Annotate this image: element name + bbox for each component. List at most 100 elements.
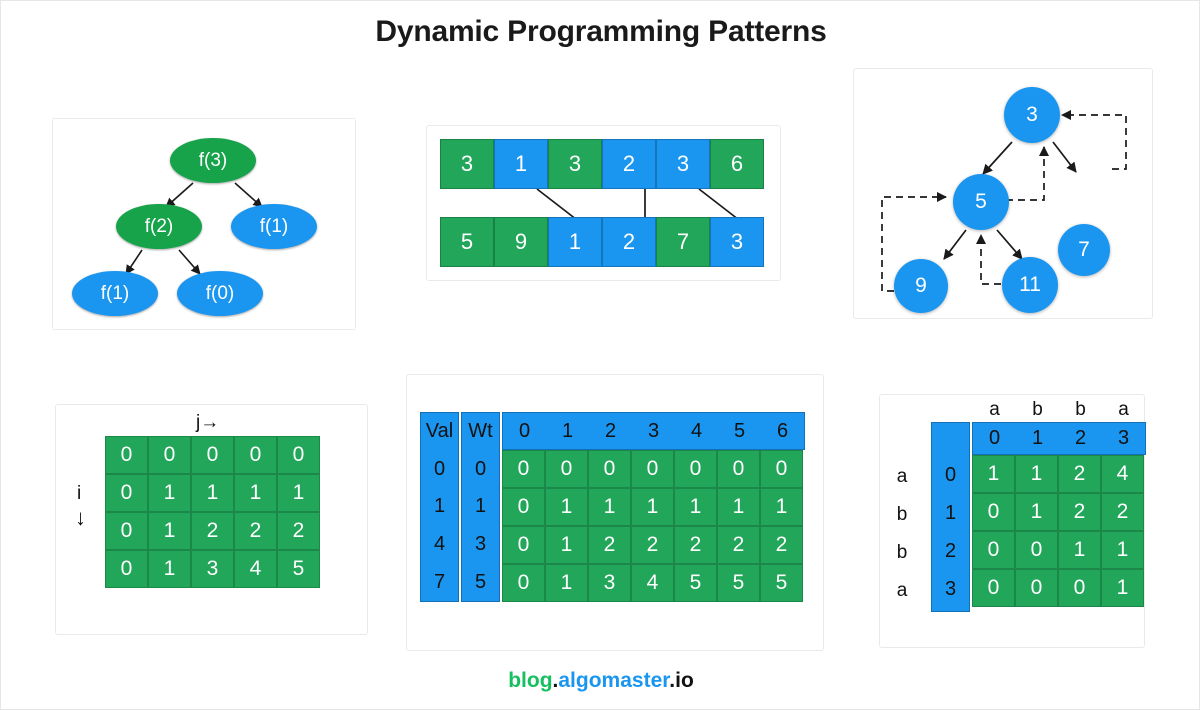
knapsack-cell-1-4[interactable]: 1 [674,488,717,526]
ij-cell-1-3[interactable]: 1 [234,474,277,512]
knapsack-cell-1-3[interactable]: 1 [631,488,674,526]
ij-cell-3-1[interactable]: 1 [148,550,191,588]
tree-node-f3[interactable]: f(3) [170,138,256,183]
knapsack-cell-2-2[interactable]: 2 [588,526,631,564]
knapsack-cell-3-2[interactable]: 3 [588,564,631,602]
graph-node-9[interactable]: 9 [894,259,948,313]
lcs-cell-3-2[interactable]: 0 [1058,569,1101,607]
knapsack-cell-0-6[interactable]: 0 [760,450,803,488]
ij-cell-0-1[interactable]: 0 [148,436,191,474]
ij-cell-3-3[interactable]: 4 [234,550,277,588]
lcs-cell-2-2[interactable]: 1 [1058,531,1101,569]
array-bottom-cell-2[interactable]: 1 [548,217,602,267]
knapsack-cell-2-5[interactable]: 2 [717,526,760,564]
lcs-cell-3-1[interactable]: 0 [1015,569,1058,607]
ij-cell-0-2[interactable]: 0 [191,436,234,474]
lcs-cell-2-0[interactable]: 0 [972,531,1015,569]
footer-branding[interactable]: blog.algomaster.io [1,669,1200,693]
graph-node-3[interactable]: 3 [1004,87,1060,143]
lcs-col-char-3: a [1118,399,1129,420]
knapsack-header-val: Val [425,420,454,443]
graph-node-5[interactable]: 5 [953,174,1009,230]
knapsack-cell-2-0[interactable]: 0 [502,526,545,564]
knapsack-cell-3-5[interactable]: 5 [717,564,760,602]
ij-cell-1-0[interactable]: 0 [105,474,148,512]
ij-cell-1-1[interactable]: 1 [148,474,191,512]
ij-cell-2-4[interactable]: 2 [277,512,320,550]
knapsack-cell-0-3[interactable]: 0 [631,450,674,488]
knapsack-cell-0-1[interactable]: 0 [545,450,588,488]
array-top-cell-1[interactable]: 1 [494,139,548,189]
knapsack-capacity-6: 6 [776,419,789,442]
ij-cell-0-0[interactable]: 0 [105,436,148,474]
array-bottom-cell-0[interactable]: 5 [440,217,494,267]
array-bottom-cell-4[interactable]: 7 [656,217,710,267]
tree-node-f2[interactable]: f(2) [116,204,202,249]
knapsack-cell-3-1[interactable]: 1 [545,564,588,602]
axis-arrow-i-icon: ↓ [75,505,86,530]
knapsack-cell-0-5[interactable]: 0 [717,450,760,488]
lcs-cell-1-0[interactable]: 0 [972,493,1015,531]
knapsack-cell-2-1[interactable]: 1 [545,526,588,564]
knapsack-capacity-5: 5 [733,419,746,442]
knapsack-cell-1-2[interactable]: 1 [588,488,631,526]
lcs-cell-0-1[interactable]: 1 [1015,455,1058,493]
tree-node-f1-left[interactable]: f(1) [72,271,158,316]
lcs-cell-3-3[interactable]: 1 [1101,569,1144,607]
ij-cell-2-3[interactable]: 2 [234,512,277,550]
knapsack-cell-2-6[interactable]: 2 [760,526,803,564]
knapsack-cell-0-2[interactable]: 0 [588,450,631,488]
array-top-cell-2[interactable]: 3 [548,139,602,189]
lcs-cell-1-2[interactable]: 2 [1058,493,1101,531]
knapsack-cell-0-4[interactable]: 0 [674,450,717,488]
knapsack-cell-3-3[interactable]: 4 [631,564,674,602]
lcs-cell-1-3[interactable]: 2 [1101,493,1144,531]
ij-cell-2-1[interactable]: 1 [148,512,191,550]
lcs-cell-0-0[interactable]: 1 [972,455,1015,493]
knapsack-cell-1-1[interactable]: 1 [545,488,588,526]
tree-node-f0[interactable]: f(0) [177,271,263,316]
knapsack-cell-3-4[interactable]: 5 [674,564,717,602]
lcs-cell-2-1[interactable]: 0 [1015,531,1058,569]
ij-cell-0-3[interactable]: 0 [234,436,277,474]
ij-cell-1-4[interactable]: 1 [277,474,320,512]
ij-cell-1-2[interactable]: 1 [191,474,234,512]
knapsack-cell-0-0[interactable]: 0 [502,450,545,488]
panel-recursion-tree: f(3) f(2) f(1) f(1) f(0) [52,118,356,330]
lcs-cell-3-0[interactable]: 0 [972,569,1015,607]
footer-dot-2: . [669,669,676,692]
knapsack-cell-2-4[interactable]: 2 [674,526,717,564]
knapsack-capacity-1: 1 [561,419,574,442]
array-top-cell-5[interactable]: 6 [710,139,764,189]
knapsack-col-val: Val 0 1 4 7 [420,412,459,602]
knapsack-cell-3-6[interactable]: 5 [760,564,803,602]
lcs-cell-1-1[interactable]: 1 [1015,493,1058,531]
graph-node-11[interactable]: 11 [1002,257,1058,313]
array-top-cell-0[interactable]: 3 [440,139,494,189]
array-bottom-cell-3[interactable]: 2 [602,217,656,267]
knapsack-cell-1-6[interactable]: 1 [760,488,803,526]
ij-cell-3-4[interactable]: 5 [277,550,320,588]
lcs-cell-0-3[interactable]: 4 [1101,455,1144,493]
tree-node-f1-right[interactable]: f(1) [231,204,317,249]
array-top-cell-3[interactable]: 2 [602,139,656,189]
array-bottom-cell-1[interactable]: 9 [494,217,548,267]
lcs-col-index-2: 2 [1074,427,1087,449]
knapsack-cell-3-0[interactable]: 0 [502,564,545,602]
knapsack-cell-1-0[interactable]: 0 [502,488,545,526]
ij-cell-3-2[interactable]: 3 [191,550,234,588]
graph-node-7[interactable]: 7 [1058,224,1110,276]
ij-cell-0-4[interactable]: 0 [277,436,320,474]
ij-cell-3-0[interactable]: 0 [105,550,148,588]
lcs-cell-2-3[interactable]: 1 [1101,531,1144,569]
knapsack-cell-1-5[interactable]: 1 [717,488,760,526]
ij-cell-2-2[interactable]: 2 [191,512,234,550]
lcs-cell-0-2[interactable]: 2 [1058,455,1101,493]
ij-cell-2-0[interactable]: 0 [105,512,148,550]
array-bottom-cell-5[interactable]: 3 [710,217,764,267]
array-top-cell-4[interactable]: 3 [656,139,710,189]
knapsack-cell-2-3[interactable]: 2 [631,526,674,564]
